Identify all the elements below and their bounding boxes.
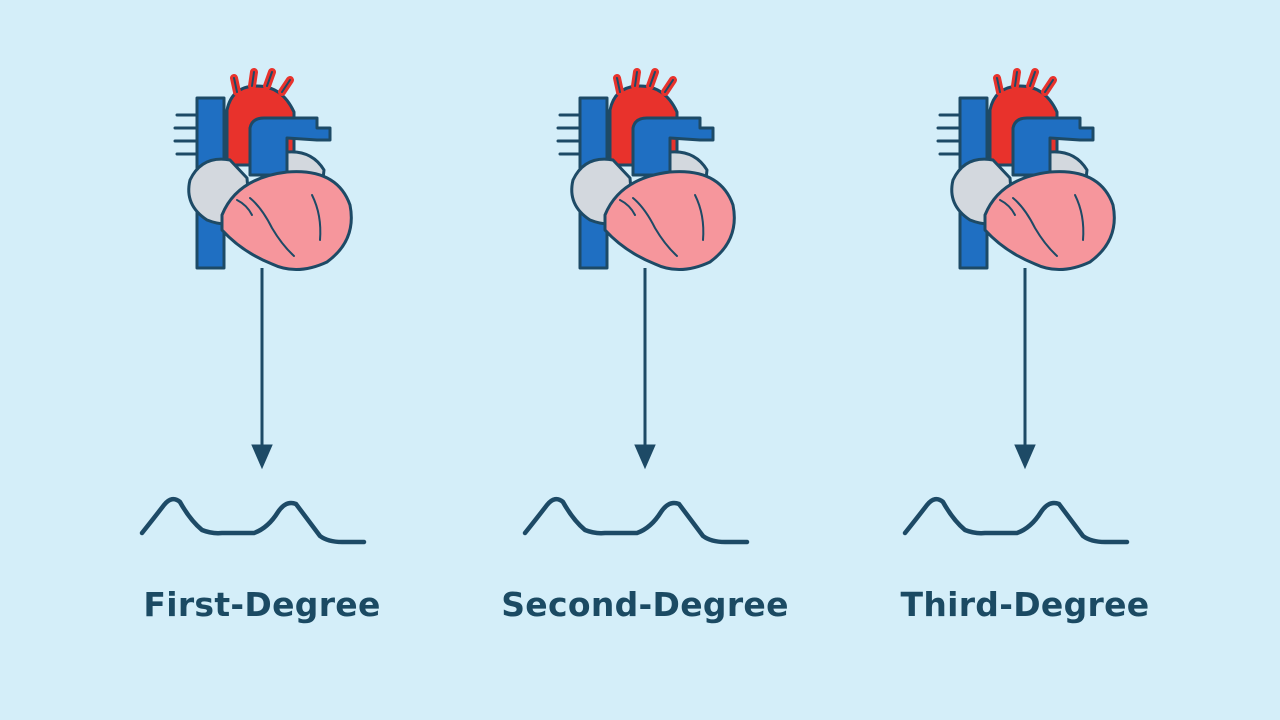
panel-third-degree: Third-Degree (835, 0, 1215, 720)
panel-graphic (139, 68, 367, 545)
arrow-down-icon (1014, 268, 1036, 470)
panel-second-degree: Second-Degree (455, 0, 835, 720)
heart-icon (556, 68, 736, 271)
ecg-waveform-icon (902, 496, 1130, 545)
arrow-down-icon (634, 268, 656, 470)
panel-first-degree: First-Degree (72, 0, 452, 720)
heart-icon (173, 68, 353, 271)
ecg-waveform-icon (522, 496, 750, 545)
panel-label: Second-Degree (501, 585, 789, 624)
panel-label: First-Degree (143, 585, 381, 624)
panel-label: Third-Degree (900, 585, 1150, 624)
arrow-down-icon (251, 268, 273, 470)
panel-graphic (522, 68, 750, 545)
heart-icon (936, 68, 1116, 271)
panel-graphic (902, 68, 1130, 545)
ecg-waveform-icon (139, 496, 367, 545)
